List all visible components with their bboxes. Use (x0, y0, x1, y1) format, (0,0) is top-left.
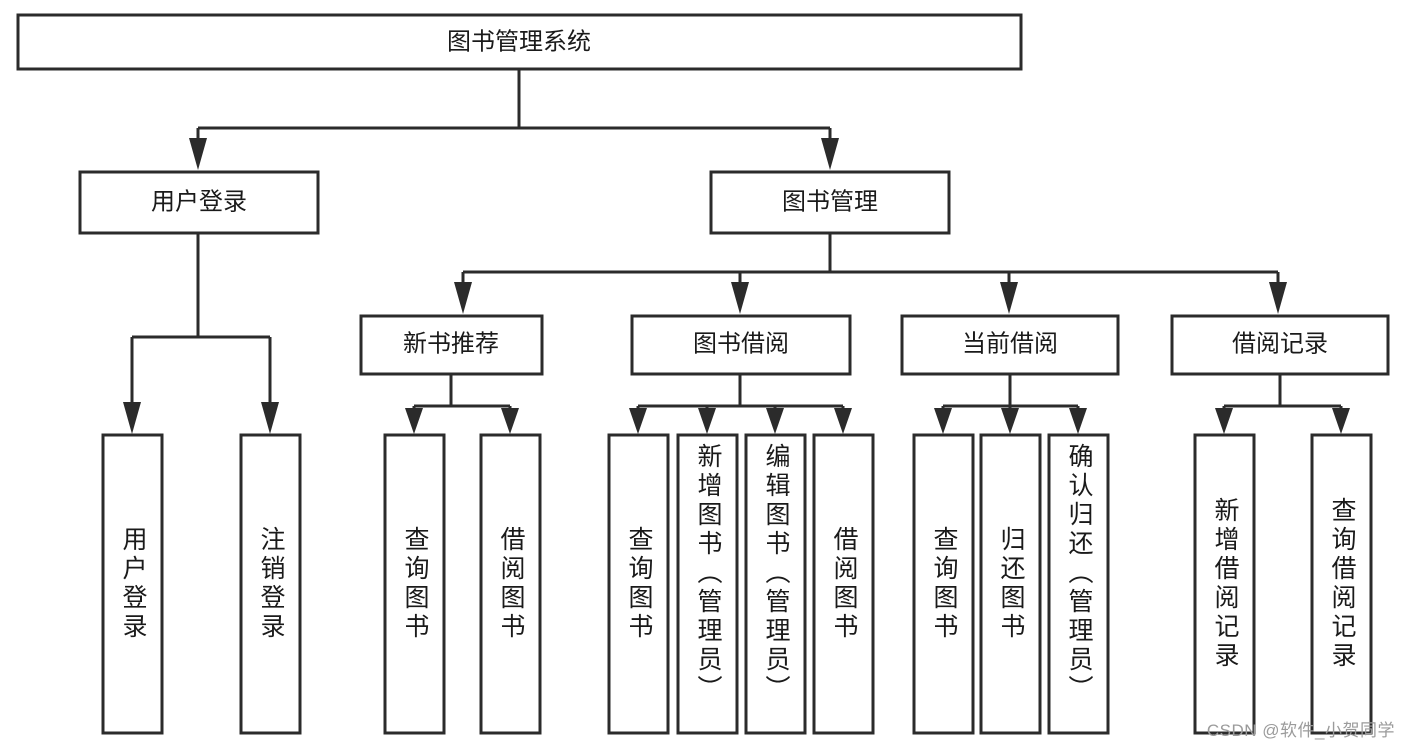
node-user-login-label: 用户登录 (151, 188, 247, 215)
node-user-login[interactable]: 用户登录 (78, 170, 320, 235)
leaf-query-book-2-box[interactable] (607, 433, 670, 735)
arrow-head-leaf-edit-book (766, 408, 784, 434)
node-borrow-record-box[interactable] (1170, 314, 1390, 376)
arrow-head-leaf-query-book-2 (629, 408, 647, 434)
node-book-management-label: 图书管理 (782, 188, 878, 215)
connector-group-borrow-record (1215, 374, 1350, 434)
leaf-borrow-book-2-box[interactable] (812, 433, 875, 735)
node-current-borrow-label: 当前借阅 (962, 330, 1058, 357)
leaf-borrow-book-1-box[interactable] (479, 433, 542, 735)
leaf-query-book-3-box[interactable] (912, 433, 975, 735)
connector-group-user-login (123, 233, 279, 434)
node-borrow-record[interactable]: 借阅记录 (1170, 314, 1390, 376)
node-root-label: 图书管理系统 (447, 28, 591, 55)
arrow-head-book-borrow (731, 282, 749, 314)
leaf-query-book-1-box[interactable] (383, 433, 446, 735)
connector-group-current-borrow (934, 374, 1087, 434)
node-current-borrow-box[interactable] (900, 314, 1120, 376)
leaf-confirm-return-box[interactable] (1047, 433, 1110, 735)
node-book-management-box[interactable] (709, 170, 951, 235)
csdn-watermark: CSDN @软件_小贺同学 (1206, 721, 1395, 740)
node-borrow-record-label: 借阅记录 (1232, 330, 1328, 357)
arrow-head-leaf-add-record (1215, 408, 1233, 434)
arrow-head-leaf-add-book (698, 408, 716, 434)
arrow-head-leaf-query-book-1 (405, 408, 423, 434)
leaf-query-record-box[interactable] (1310, 433, 1373, 735)
arrow-head-leaf-confirm-return (1069, 408, 1087, 434)
arrow-head-book-management (821, 138, 839, 170)
node-root-box[interactable] (16, 13, 1023, 71)
node-new-book-recommend-label: 新书推荐 (403, 330, 499, 357)
arrow-head-leaf-borrow-book-2 (834, 408, 852, 434)
connector-group-new-book-recommend (405, 374, 519, 434)
leaf-add-book-box[interactable] (676, 433, 739, 735)
node-current-borrow[interactable]: 当前借阅 (900, 314, 1120, 376)
node-book-borrow-box[interactable] (630, 314, 852, 376)
node-new-book-recommend-box[interactable] (359, 314, 544, 376)
leaf-user-logout-box[interactable] (239, 433, 302, 735)
leaf-user-login-box[interactable] (101, 433, 164, 735)
leaf-return-book-box[interactable] (979, 433, 1042, 735)
arrow-head-leaf-query-book-3 (934, 408, 952, 434)
node-book-borrow-label: 图书借阅 (693, 330, 789, 357)
leaf-edit-book-box[interactable] (744, 433, 807, 735)
arrow-head-new-book-recommend (454, 282, 472, 314)
node-root[interactable]: 图书管理系统 (16, 13, 1023, 71)
node-new-book-recommend[interactable]: 新书推荐 (359, 314, 544, 376)
arrow-head-leaf-user-login (123, 402, 141, 434)
arrow-head-borrow-record (1269, 282, 1287, 314)
node-user-login-box[interactable] (78, 170, 320, 235)
node-book-management[interactable]: 图书管理 (709, 170, 951, 235)
arrow-head-current-borrow (1000, 282, 1018, 314)
connector-group-root (189, 69, 839, 170)
arrow-head-leaf-borrow-book-1 (501, 408, 519, 434)
arrow-head-user-login (189, 138, 207, 170)
node-book-borrow[interactable]: 图书借阅 (630, 314, 852, 376)
connector-group-book-borrow (629, 374, 852, 434)
leaf-add-record-box[interactable] (1193, 433, 1256, 735)
arrow-head-leaf-return-book (1001, 408, 1019, 434)
arrow-head-leaf-user-logout (261, 402, 279, 434)
connector-group-book-management (454, 233, 1287, 314)
leaf-boxes (101, 433, 1373, 735)
arrow-head-leaf-query-record (1332, 408, 1350, 434)
